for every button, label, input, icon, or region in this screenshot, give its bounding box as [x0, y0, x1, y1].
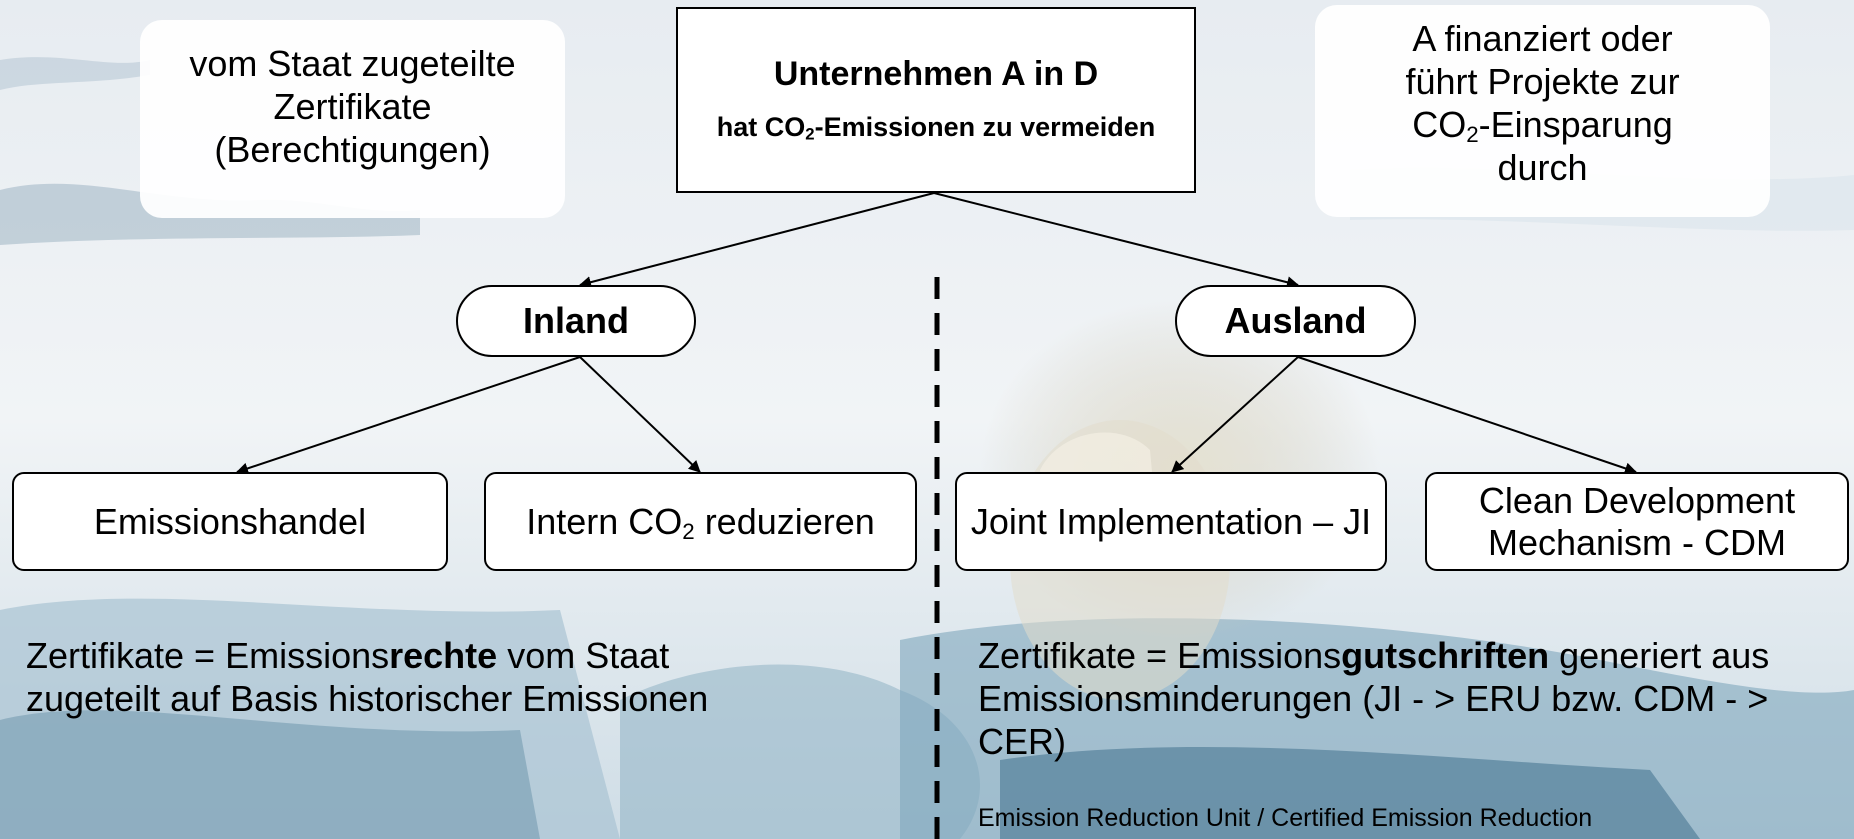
leaf-clean-development: Clean Development Mechanism - CDM — [1425, 472, 1849, 571]
arrow-inland-to-intern — [579, 356, 701, 473]
callout-allocated-certificates: vom Staat zugeteilte Zertifikate (Berech… — [140, 20, 565, 218]
arrow-ausland-to-cdm — [1297, 356, 1637, 475]
text-unit-abbreviations: Emission Reduction Unit / Certified Emis… — [978, 804, 1593, 832]
leaf-emissionshandel: Emissionshandel — [12, 472, 448, 571]
arrow-top-to-inland — [579, 192, 935, 289]
leaf-joint-implementation: Joint Implementation – JI — [955, 472, 1387, 571]
company-title: Unternehmen A in D — [773, 55, 1099, 93]
callout-project-financing: A finanziert oder führt Projekte zur CO2… — [1315, 5, 1770, 217]
arrow-inland-to-emissionshandel — [236, 356, 581, 475]
company-subtitle: hat CO2-Emissionen zu vermeiden — [716, 112, 1156, 144]
leaf-intern-reduzieren: Intern CO2 reduzieren — [484, 472, 917, 571]
node-inland: Inland — [456, 285, 696, 357]
arrow-top-to-ausland — [933, 192, 1299, 289]
company-box: Unternehmen A in D hat CO2-Emissionen zu… — [676, 7, 1196, 193]
arrow-ausland-to-ji — [1171, 356, 1299, 473]
text-emissionsrechte: Zertifikate = Emissionsrechte vom Staat … — [26, 635, 709, 719]
node-ausland: Ausland — [1175, 285, 1416, 357]
text-emissionsgutschriften: Zertifikate = Emissionsgutschriften gene… — [978, 635, 1770, 762]
